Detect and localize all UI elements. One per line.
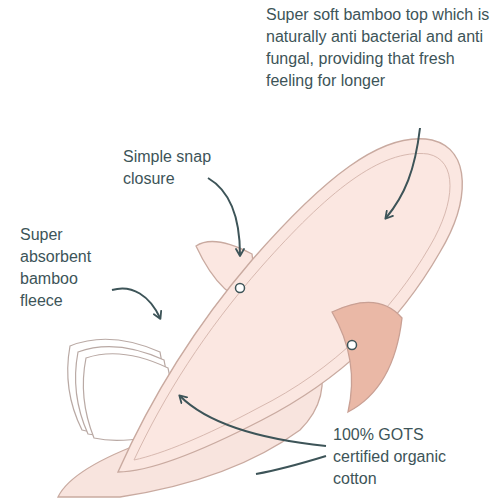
leader-arrow <box>386 128 420 218</box>
callout-text: Super absorbent bamboo fleece <box>20 224 115 312</box>
callout-text: Super soft bamboo top which is naturally… <box>266 4 491 92</box>
callout-text: Simple snap closure <box>123 146 238 190</box>
right-wing <box>332 302 402 412</box>
pad-top <box>118 139 462 472</box>
leader-arrow <box>180 396 326 446</box>
leader-arrow <box>208 178 240 255</box>
snap <box>348 341 357 350</box>
snap <box>236 284 245 293</box>
callout-text: 100% GOTS certified organic cotton <box>333 424 473 490</box>
leader-line <box>256 456 326 474</box>
leader-arrow <box>112 288 160 318</box>
stitch-line <box>134 153 450 460</box>
